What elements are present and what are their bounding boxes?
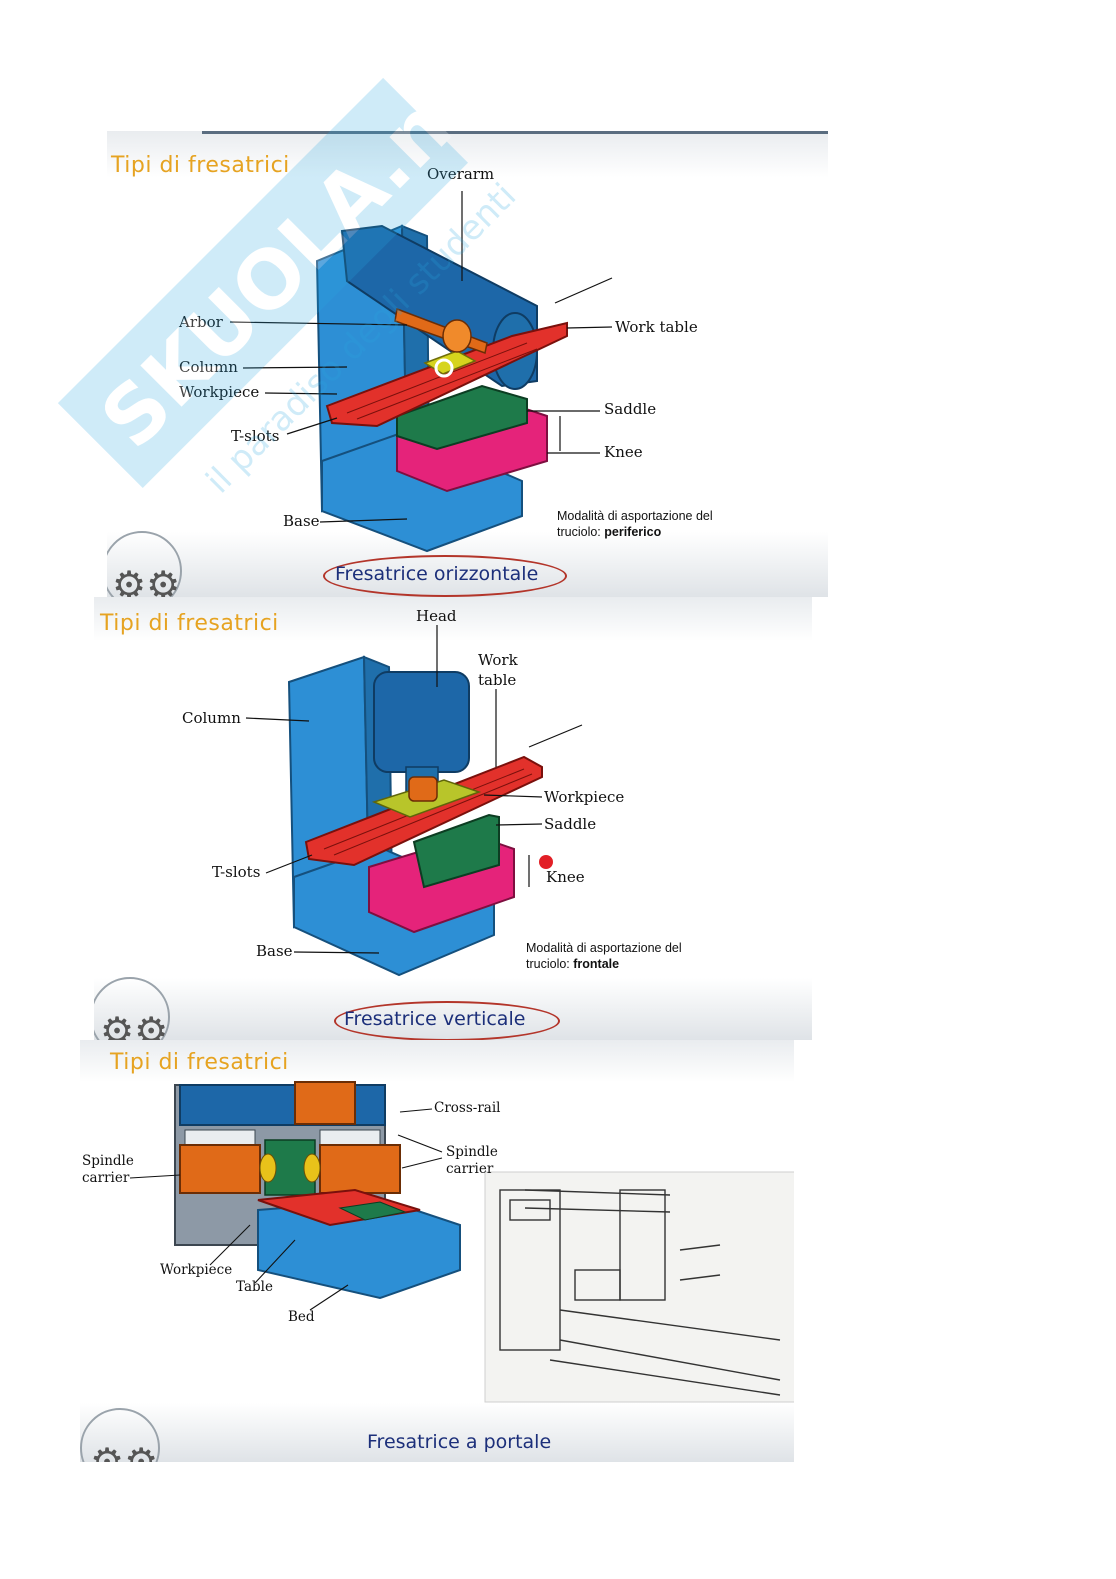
slide-title: Tipi di fresatrici [100,611,279,636]
label-work-table-line1: Work [478,651,518,669]
gear-icon: ⚙⚙ [100,1009,169,1040]
saddle-shape [412,813,500,889]
top-spindle-carrier-shape [294,1081,356,1125]
label-knee: Knee [546,868,585,886]
label-work-table-line2: table [478,671,517,689]
caption-oval [323,555,567,597]
label-workpiece: Workpiece [544,788,625,806]
label-arbor: Arbor [179,313,223,331]
label-base: Base [256,942,293,960]
label-t-slots: T-slots [231,427,280,445]
slide-caption: Fresatrice verticale [344,1008,526,1030]
vertical-milling-machine-diagram [245,625,583,977]
label-workpiece: Workpiece [160,1262,233,1278]
university-logo: ⚙⚙ [107,531,182,597]
left-spindle-carrier-shape [179,1144,261,1194]
gantry-photo [484,1171,794,1403]
gantry-milling-machine-diagram [129,1081,794,1403]
label-saddle: Saddle [604,400,657,418]
caption-oval [334,1001,560,1040]
saddle-shape [396,384,528,451]
label-column: Column [182,709,241,727]
note-bold: periferico [604,525,662,539]
label-column: Column [179,358,238,376]
gear-icon: ⚙⚙ [90,1440,159,1462]
slide-caption: Fresatrice a portale [367,1431,552,1453]
slide-horizontal-milling: Tipi di fresatrici [107,131,828,597]
label-spindle-carrier-right-line2: carrier [446,1161,494,1177]
slide-vertical-milling: Tipi di fresatrici [94,597,812,1040]
label-saddle: Saddle [544,815,597,833]
label-knee: Knee [604,443,643,461]
note-line-1: Modalità di asportazione del [526,941,682,955]
label-t-slots: T-slots [212,863,261,881]
skuola-watermark: SKUOLA.net il paradiso degli studenti [57,15,535,501]
note-bold: frontale [573,957,620,971]
label-base: Base [283,512,320,530]
label-spindle-carrier-right-line1: Spindle [446,1144,498,1160]
slide-top-bar [202,131,828,134]
label-workpiece: Workpiece [179,383,259,401]
horizontal-milling-machine-diagram [229,191,613,553]
label-bed: Bed [288,1309,315,1325]
label-work-table: Work table [615,318,698,336]
chip-removal-note: Modalità di asportazione del truciolo: p… [557,508,713,540]
head-shape [373,671,470,773]
slide-caption: Fresatrice orizzontale [335,563,539,585]
slide-title: Tipi di fresatrici [111,153,290,178]
label-spindle-carrier-left-line1: Spindle [82,1153,134,1169]
note-line-1: Modalità di asportazione del [557,509,713,523]
note-line-2: truciolo: periferico [557,525,662,539]
label-table: Table [236,1279,273,1295]
label-spindle-carrier-left-line2: carrier [82,1170,130,1186]
chip-removal-note: Modalità di asportazione del truciolo: f… [526,940,682,972]
slide-title: Tipi di fresatrici [110,1050,289,1075]
cutter-shape [408,776,438,802]
note-line-2: truciolo: frontale [526,957,620,971]
university-logo: ⚙⚙ [94,977,170,1040]
gear-icon: ⚙⚙ [112,563,181,597]
slide-gantry-milling: Tipi di fresatrici [80,1040,794,1462]
workpiece-shape [338,1201,407,1221]
label-head: Head [416,607,457,625]
label-cross-rail: Cross-rail [434,1100,501,1116]
right-spindle-carrier-shape [319,1144,401,1194]
label-overarm: Overarm [427,165,495,183]
